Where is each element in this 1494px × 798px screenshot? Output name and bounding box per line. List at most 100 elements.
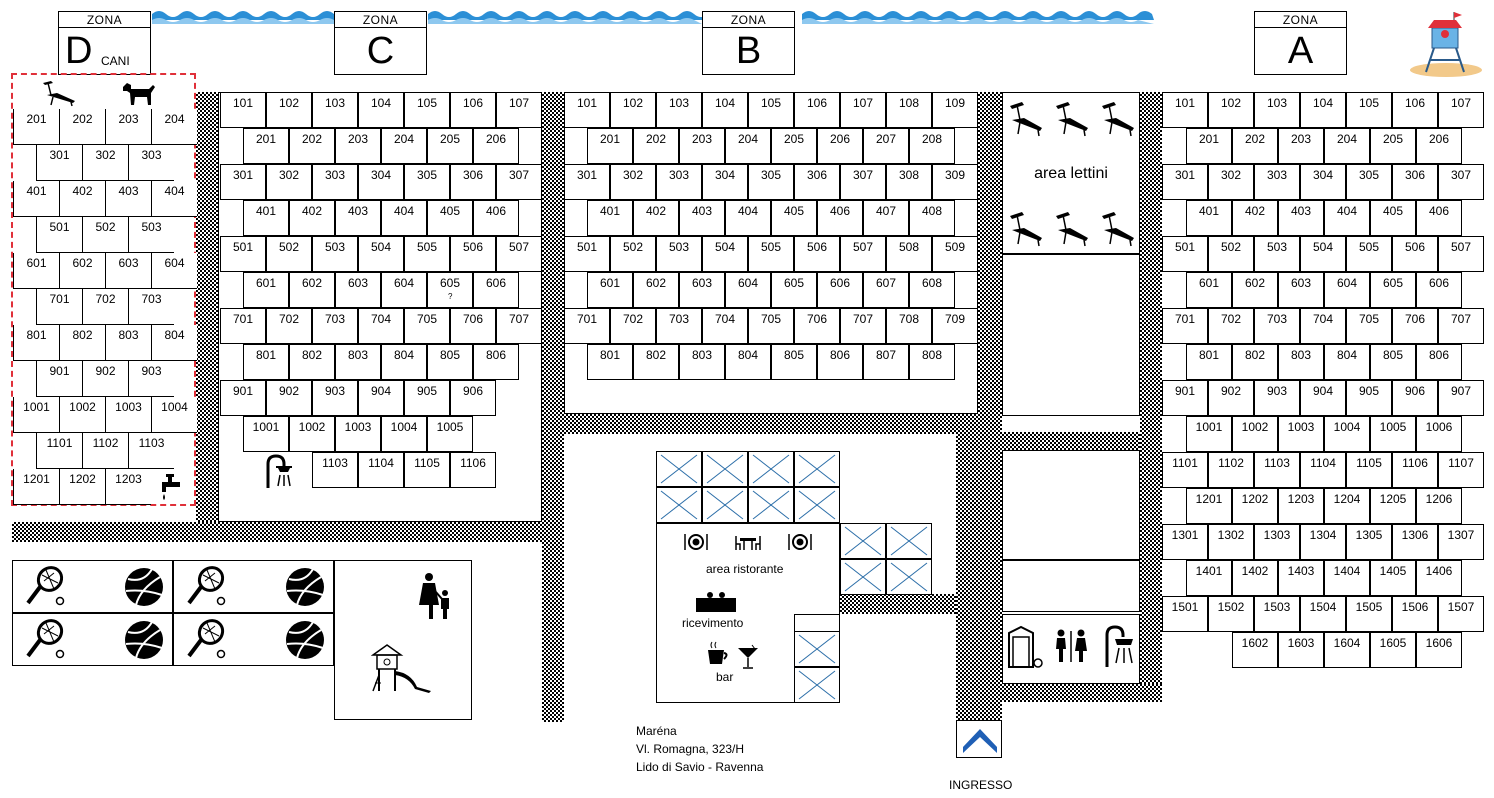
umbrella-spot[interactable]: 1003 bbox=[1278, 416, 1324, 452]
umbrella-spot[interactable]: 802 bbox=[59, 325, 105, 361]
umbrella-spot[interactable]: 305 bbox=[404, 164, 450, 200]
umbrella-spot[interactable]: 403 bbox=[679, 200, 725, 236]
umbrella-spot[interactable]: 801 bbox=[587, 344, 633, 380]
umbrella-spot[interactable]: 903 bbox=[128, 361, 174, 397]
umbrella-spot[interactable]: 303 bbox=[656, 164, 702, 200]
umbrella-spot[interactable]: 904 bbox=[358, 380, 404, 416]
umbrella-spot[interactable]: 608 bbox=[909, 272, 955, 308]
umbrella-spot[interactable]: 204 bbox=[151, 109, 197, 145]
umbrella-spot[interactable]: 506 bbox=[794, 236, 840, 272]
umbrella-spot[interactable]: 404 bbox=[725, 200, 771, 236]
umbrella-spot[interactable]: 408 bbox=[909, 200, 955, 236]
umbrella-spot[interactable]: 801 bbox=[243, 344, 289, 380]
umbrella-spot[interactable]: 406 bbox=[1416, 200, 1462, 236]
umbrella-spot[interactable]: 806 bbox=[817, 344, 863, 380]
umbrella-spot[interactable]: 1405 bbox=[1370, 560, 1416, 596]
umbrella-spot[interactable]: 304 bbox=[358, 164, 404, 200]
umbrella-spot[interactable]: 606 bbox=[817, 272, 863, 308]
umbrella-spot[interactable]: 801 bbox=[1186, 344, 1232, 380]
umbrella-spot[interactable]: 102 bbox=[610, 92, 656, 128]
umbrella-spot[interactable]: 506 bbox=[1392, 236, 1438, 272]
umbrella-spot[interactable]: 202 bbox=[289, 128, 335, 164]
umbrella-spot[interactable]: 302 bbox=[82, 145, 128, 181]
umbrella-spot[interactable]: 1003 bbox=[335, 416, 381, 452]
umbrella-spot[interactable]: 1203 bbox=[105, 469, 151, 505]
umbrella-spot[interactable]: 1604 bbox=[1324, 632, 1370, 668]
umbrella-spot[interactable]: 104 bbox=[1300, 92, 1346, 128]
umbrella-spot[interactable]: 509 bbox=[932, 236, 978, 272]
umbrella-spot[interactable]: 101 bbox=[220, 92, 266, 128]
umbrella-spot[interactable]: 1606 bbox=[1416, 632, 1462, 668]
umbrella-spot[interactable]: 604 bbox=[1324, 272, 1370, 308]
umbrella-spot[interactable]: 303 bbox=[1254, 164, 1300, 200]
umbrella-spot[interactable]: 906 bbox=[450, 380, 496, 416]
umbrella-spot[interactable]: 802 bbox=[289, 344, 335, 380]
umbrella-spot[interactable]: 507 bbox=[496, 236, 542, 272]
umbrella-spot[interactable]: 303 bbox=[312, 164, 358, 200]
umbrella-spot[interactable]: 702 bbox=[610, 308, 656, 344]
umbrella-spot[interactable]: 503 bbox=[128, 217, 174, 253]
umbrella-spot[interactable]: 502 bbox=[610, 236, 656, 272]
umbrella-spot[interactable]: 601 bbox=[243, 272, 289, 308]
umbrella-spot[interactable]: 102 bbox=[1208, 92, 1254, 128]
umbrella-spot[interactable]: 1102 bbox=[82, 433, 128, 469]
umbrella-spot[interactable]: 907 bbox=[1438, 380, 1484, 416]
umbrella-spot[interactable]: 1004 bbox=[1324, 416, 1370, 452]
umbrella-spot[interactable]: 106 bbox=[1392, 92, 1438, 128]
umbrella-spot[interactable]: 604 bbox=[381, 272, 427, 308]
umbrella-spot[interactable]: 703 bbox=[656, 308, 702, 344]
umbrella-spot[interactable]: 708 bbox=[886, 308, 932, 344]
umbrella-spot[interactable]: 505 bbox=[1346, 236, 1392, 272]
umbrella-spot[interactable]: 707 bbox=[840, 308, 886, 344]
umbrella-spot[interactable]: 1201 bbox=[13, 469, 59, 505]
umbrella-spot[interactable]: 705 bbox=[748, 308, 794, 344]
umbrella-spot[interactable]: 704 bbox=[358, 308, 404, 344]
umbrella-spot[interactable]: 306 bbox=[1392, 164, 1438, 200]
umbrella-spot[interactable]: 205 bbox=[771, 128, 817, 164]
umbrella-spot[interactable]: 201 bbox=[587, 128, 633, 164]
umbrella-spot[interactable]: 1005 bbox=[1370, 416, 1416, 452]
umbrella-spot[interactable]: 703 bbox=[312, 308, 358, 344]
umbrella-spot[interactable]: 1206 bbox=[1416, 488, 1462, 524]
umbrella-spot[interactable]: 405 bbox=[427, 200, 473, 236]
umbrella-spot[interactable]: 407 bbox=[863, 200, 909, 236]
umbrella-spot[interactable]: 806 bbox=[1416, 344, 1462, 380]
umbrella-spot[interactable]: 504 bbox=[1300, 236, 1346, 272]
umbrella-spot[interactable]: 606 bbox=[473, 272, 519, 308]
umbrella-spot[interactable]: 204 bbox=[725, 128, 771, 164]
umbrella-spot[interactable]: 503 bbox=[312, 236, 358, 272]
umbrella-spot[interactable]: 1004 bbox=[151, 397, 197, 433]
umbrella-spot[interactable]: 803 bbox=[679, 344, 725, 380]
umbrella-spot[interactable]: 1205 bbox=[1370, 488, 1416, 524]
umbrella-spot[interactable]: 1101 bbox=[36, 433, 82, 469]
umbrella-spot[interactable]: 605 bbox=[771, 272, 817, 308]
umbrella-spot[interactable]: 305 bbox=[1346, 164, 1392, 200]
umbrella-spot[interactable]: 1302 bbox=[1208, 524, 1254, 560]
umbrella-spot[interactable]: 103 bbox=[312, 92, 358, 128]
umbrella-spot[interactable]: 402 bbox=[633, 200, 679, 236]
umbrella-spot[interactable]: 1202 bbox=[59, 469, 105, 505]
umbrella-spot[interactable]: 701 bbox=[36, 289, 82, 325]
umbrella-spot[interactable]: 702 bbox=[1208, 308, 1254, 344]
umbrella-spot[interactable]: 604 bbox=[725, 272, 771, 308]
umbrella-spot[interactable]: 706 bbox=[450, 308, 496, 344]
umbrella-spot[interactable]: 504 bbox=[702, 236, 748, 272]
umbrella-spot[interactable]: 1503 bbox=[1254, 596, 1300, 632]
umbrella-spot[interactable]: 1403 bbox=[1278, 560, 1324, 596]
umbrella-spot[interactable]: 304 bbox=[702, 164, 748, 200]
umbrella-spot[interactable]: 906 bbox=[1392, 380, 1438, 416]
umbrella-spot[interactable]: 903 bbox=[312, 380, 358, 416]
umbrella-spot[interactable]: 203 bbox=[335, 128, 381, 164]
umbrella-spot[interactable]: 302 bbox=[610, 164, 656, 200]
umbrella-spot[interactable]: 201 bbox=[13, 109, 59, 145]
umbrella-spot[interactable]: 705 bbox=[404, 308, 450, 344]
umbrella-spot[interactable]: 401 bbox=[243, 200, 289, 236]
umbrella-spot[interactable]: 307 bbox=[840, 164, 886, 200]
umbrella-spot[interactable]: 804 bbox=[151, 325, 197, 361]
umbrella-spot[interactable]: 704 bbox=[1300, 308, 1346, 344]
umbrella-spot[interactable]: 402 bbox=[59, 181, 105, 217]
umbrella-spot[interactable]: 1001 bbox=[1186, 416, 1232, 452]
umbrella-spot[interactable]: 501 bbox=[1162, 236, 1208, 272]
umbrella-spot[interactable]: 404 bbox=[151, 181, 197, 217]
umbrella-spot[interactable]: 803 bbox=[1278, 344, 1324, 380]
